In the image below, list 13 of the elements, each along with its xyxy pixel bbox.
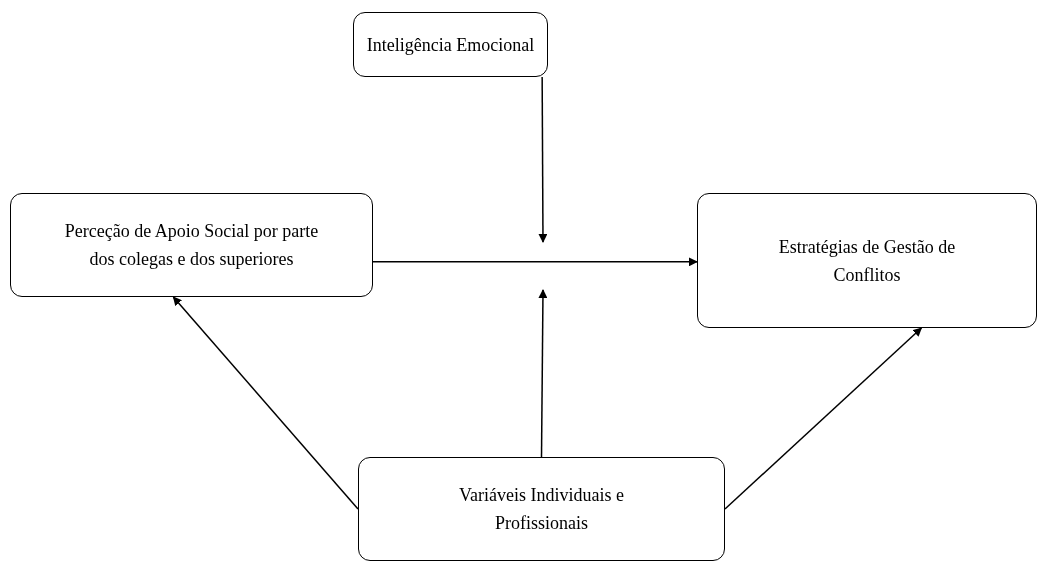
box-label: Variáveis Individuais e Profissionais (458, 484, 625, 535)
rounded-box (697, 193, 1037, 328)
box-label: Estratégias de Gestão de Conflitos (777, 235, 957, 287)
rounded-box (10, 193, 373, 297)
box-label: Inteligência Emocional (366, 33, 535, 57)
arrow (724, 327, 923, 510)
arrow (538, 289, 548, 458)
rounded-box (353, 12, 548, 77)
rounded-box (358, 457, 725, 561)
arrow (538, 76, 548, 243)
box-label: Perceção de Apoio Social por parte dos colegas e dos superiores (63, 220, 320, 271)
arrow (372, 257, 698, 267)
arrow (172, 296, 359, 510)
